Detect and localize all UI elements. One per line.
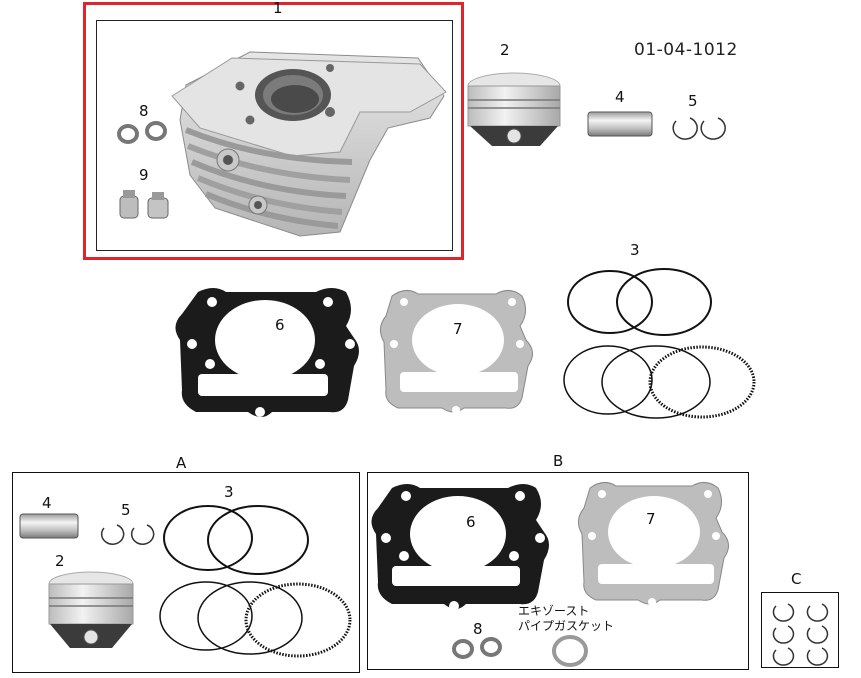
callout-2: 2	[500, 41, 510, 59]
callout-4: 4	[615, 88, 625, 106]
kit-a-title: A	[176, 454, 187, 472]
head-gasket-6-drawing	[175, 288, 359, 417]
kit-a-rings-drawing	[159, 505, 352, 658]
kit-a-piston-drawing	[48, 571, 134, 648]
kit-a-clips-drawing	[100, 524, 155, 545]
kit-a-callout-3: 3	[224, 483, 234, 501]
kit-b-washers-drawing	[452, 637, 502, 659]
kit-b-frame	[367, 472, 749, 670]
kit-b-exhaust-gasket-drawing	[552, 635, 588, 667]
kit-a-callout-4: 4	[42, 494, 52, 512]
callout-9: 9	[139, 166, 149, 184]
callout-5: 5	[688, 92, 698, 110]
cylinder-highlight-frame	[83, 2, 464, 260]
kit-a-pin-drawing	[19, 513, 79, 539]
piston-2-drawing	[467, 72, 561, 146]
kit-c-clips-drawing	[772, 603, 829, 666]
kit-b-callout-8: 8	[473, 620, 483, 638]
cylinder-drawing	[171, 51, 447, 237]
kit-c-frame	[761, 592, 839, 668]
kit-b-title: B	[553, 452, 564, 470]
part-number: 01-04-1012	[634, 40, 738, 60]
piston-pin-4-drawing	[587, 111, 653, 137]
pin-clips-5-drawing	[672, 117, 726, 140]
piston-rings-3-drawing	[563, 268, 756, 419]
washers-8-drawing	[117, 121, 167, 144]
kit-b-callout-6: 6	[466, 513, 476, 531]
base-gasket-7-drawing	[380, 290, 533, 414]
kit-a-callout-2: 2	[55, 552, 65, 570]
kit-b-head-gasket-drawing	[371, 484, 549, 611]
kit-b-exhaust-gasket-label-1: エキゾースト	[518, 604, 590, 618]
kit-a-callout-5: 5	[121, 501, 131, 519]
callout-7: 7	[453, 320, 463, 338]
callout-1: 1	[273, 0, 283, 17]
callout-3: 3	[630, 241, 640, 259]
callout-8: 8	[139, 102, 149, 120]
kit-b-base-gasket-drawing	[578, 482, 729, 606]
callout-6: 6	[275, 316, 285, 334]
kit-c-title: C	[791, 570, 802, 588]
kit-b-callout-7: 7	[646, 510, 656, 528]
kit-a-frame	[12, 472, 360, 673]
kit-b-exhaust-gasket-label-2: パイプガスケット	[518, 619, 615, 633]
plugs-9-drawing	[119, 190, 169, 219]
cylinder-inner-frame	[96, 20, 453, 251]
